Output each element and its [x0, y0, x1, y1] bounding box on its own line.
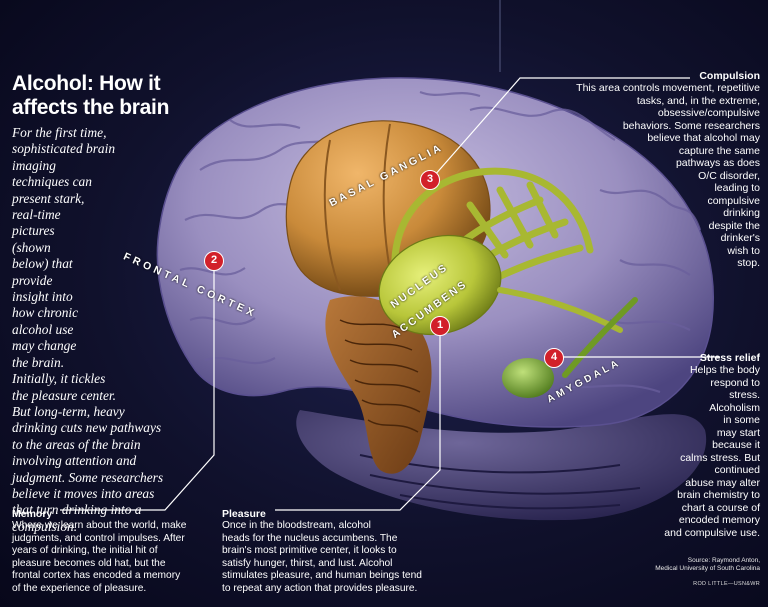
callout-line: to repeat any action that provides pleas… — [222, 582, 418, 594]
intro-line: the brain. — [12, 354, 65, 370]
memory-text: Where we learn about the world, make jud… — [12, 520, 232, 595]
illustration-credit: ROD LITTLE—USN&WR — [693, 581, 760, 587]
callout-line: chart a course of — [681, 501, 760, 514]
intro-line: drinking cuts new pathways — [12, 420, 162, 436]
title-line-2: affects the brain — [12, 96, 170, 119]
callout-line: stimulates pleasure, and human beings te… — [222, 570, 422, 581]
callout-line: abuse may alter — [685, 476, 760, 489]
stress-relief-text: Helps the body respond to stress. Alcoho… — [620, 364, 760, 539]
callout-line: of the experience of pleasure. — [12, 582, 147, 594]
pleasure-callout: Pleasure Once in the bloodstream, alcoho… — [222, 508, 472, 595]
pleasure-heading: Pleasure — [222, 508, 266, 520]
callout-line: Where we learn about the world, make — [12, 520, 187, 531]
callout-line: brain chemistry to — [677, 489, 760, 501]
intro-line: Initially, it tickles — [12, 371, 106, 387]
callout-line: believe that alcohol may — [647, 132, 760, 144]
callout-line: pleasure becomes old hat, but the — [12, 557, 166, 569]
intro-line: alcohol use — [12, 321, 74, 337]
intro-line: that turn drinking into a — [12, 502, 142, 518]
marker-4: 4 — [544, 348, 564, 368]
intro-line: provide — [12, 272, 53, 288]
intro-line: to the areas of the brain — [12, 436, 141, 452]
title-line-1: Alcohol: How it — [12, 72, 161, 95]
compulsion-callout: Compulsion This area controls movement, … — [520, 70, 760, 270]
callout-line: brain's most primitive center, it looks … — [222, 545, 397, 556]
callout-line: in some — [723, 414, 760, 426]
callout-line: encoded memory — [678, 514, 760, 526]
intro-line: the pleasure center. — [12, 387, 116, 403]
stress-relief-callout: Stress relief Helps the body respond to … — [620, 352, 760, 539]
callout-line: and compulsive use. — [664, 526, 760, 539]
memory-heading: Memory — [12, 508, 53, 520]
callout-line: This area controls movement, repetitive — [576, 82, 760, 94]
leader-lines — [60, 77, 720, 511]
intro-line: may change — [12, 338, 77, 354]
intro-text: For the first time, sophisticated brain … — [12, 125, 202, 535]
intro-line: pictures — [12, 223, 55, 239]
callout-line: tasks, and, in the extreme, — [636, 94, 760, 107]
intro-line: insight into — [12, 289, 73, 305]
stress-relief-heading: Stress relief — [699, 352, 760, 364]
callout-line: years of drinking, the initial hit of — [12, 545, 158, 556]
intro-line: imaging — [12, 157, 56, 173]
intro-line: involving attention and — [12, 453, 137, 469]
callout-line: frontal cortex has encoded a memory — [12, 570, 181, 581]
intro-line: But long-term, heavy — [12, 403, 125, 419]
intro-line: below) that — [12, 256, 73, 272]
intro-line: sophisticated brain — [12, 141, 116, 157]
intro-line: how chronic — [12, 305, 79, 321]
marker-1: 1 — [430, 316, 450, 336]
intro-line: For the first time, — [12, 125, 107, 140]
callout-line: Helps the body — [689, 364, 760, 376]
callout-line: pathways as does — [675, 157, 760, 169]
callout-line: behaviors. Some researchers — [622, 119, 760, 132]
intro-line: present stark, — [12, 190, 85, 206]
intro-line: techniques can — [12, 174, 92, 190]
source-note: Source: Raymond Anton, Medical Universit… — [560, 557, 760, 573]
source-line: Source: Raymond Anton, — [687, 557, 760, 564]
callout-line: leading to — [714, 182, 760, 194]
memory-callout: Memory Where we learn about the world, m… — [12, 508, 232, 595]
intro-line: compulsion. — [12, 518, 78, 534]
callout-line: wish to — [727, 244, 760, 257]
callout-line: stress. — [729, 389, 760, 401]
callout-line: Once in the bloodstream, alcohol — [222, 520, 371, 531]
compulsion-text: This area controls movement, repetitive … — [520, 82, 760, 270]
callout-line: respond to — [710, 376, 760, 389]
callout-line: satisfy hunger, thirst, and lust. Alcoho… — [222, 557, 393, 569]
callout-line: capture the same — [678, 144, 760, 157]
source-line: Medical University of South Carolina — [655, 565, 760, 572]
intro-line: judgment. Some researchers — [12, 469, 164, 485]
callout-line: obsessive/compulsive — [657, 107, 760, 119]
intro-line: believe it moves into areas — [12, 485, 155, 501]
callout-line: may start — [716, 426, 760, 439]
callout-line: drinking — [723, 207, 760, 219]
callout-line: because it — [712, 439, 760, 451]
callout-line: O/C disorder, — [698, 169, 760, 182]
marker-2: 2 — [204, 251, 224, 271]
callout-line: stop. — [737, 257, 760, 269]
callout-line: continued — [714, 464, 760, 476]
marker-3: 3 — [420, 170, 440, 190]
callout-line: calms stress. But — [680, 451, 760, 464]
brain-stem — [325, 296, 432, 474]
pleasure-text: Once in the bloodstream, alcohol heads f… — [222, 520, 472, 595]
callout-line: judgments, and control impulses. After — [12, 532, 185, 544]
callout-line: compulsive — [707, 194, 760, 207]
callout-line: drinker's — [720, 232, 760, 244]
amygdala-shape — [502, 297, 638, 398]
page-title: Alcohol: How it affects the brain — [12, 72, 212, 120]
intro-line: real-time — [12, 207, 61, 223]
callout-line: despite the — [708, 219, 760, 232]
intro-line: (shown — [12, 239, 51, 255]
callout-line: heads for the nucleus accumbens. The — [222, 532, 398, 544]
compulsion-heading: Compulsion — [699, 70, 760, 82]
callout-line: Alcoholism — [709, 401, 760, 414]
